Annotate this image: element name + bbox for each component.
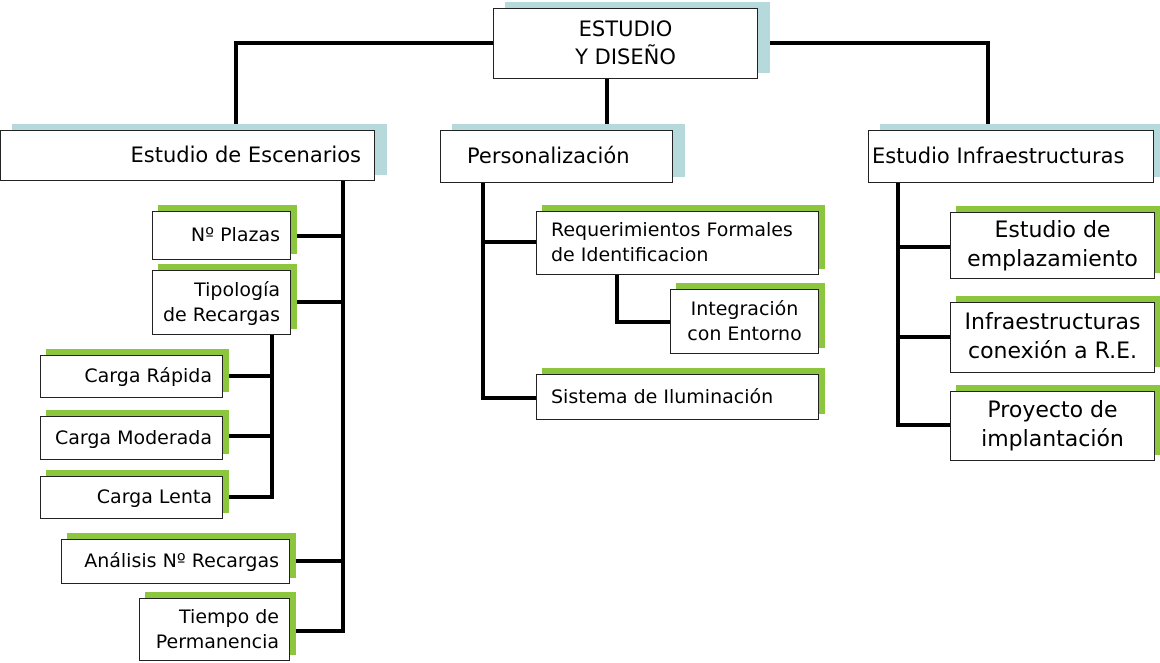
label-implantacion-line2: implantación xyxy=(981,427,1124,452)
node-box: Personalización xyxy=(440,130,673,183)
node-carga-lenta: Carga Lenta xyxy=(40,470,229,519)
node-plazas: Nº Plazas xyxy=(152,205,297,260)
label-integracion-line1: Integración xyxy=(690,297,799,320)
node-estudio-escenarios: Estudio de Escenarios xyxy=(0,124,387,181)
node-box: Nº Plazas xyxy=(152,211,291,260)
node-tipologia: Tipología de Recargas xyxy=(152,264,297,335)
node-conexion: Infraestructuras conexión a R.E. xyxy=(950,296,1160,373)
label-carga-lenta: Carga Lenta xyxy=(96,486,212,509)
node-tiempo-permanencia: Tiempo de Permanencia xyxy=(139,592,296,661)
connector-root-escenarios xyxy=(234,41,495,132)
label-plazas: Nº Plazas xyxy=(190,224,280,247)
label-conexion-line1: Infraestructuras xyxy=(964,309,1141,335)
label-requerimientos-line2: de Identificacion xyxy=(551,244,709,266)
node-box: Tiempo de Permanencia xyxy=(139,598,290,661)
label-requerimientos-line1: Requerimientos Formales xyxy=(551,219,793,242)
node-box: Estudio Infraestructuras xyxy=(868,130,1154,183)
label-iluminacion: Sistema de Iluminación xyxy=(551,385,774,408)
node-box: Estudio de Escenarios xyxy=(0,130,375,181)
node-personalizacion: Personalización xyxy=(440,124,685,183)
label-carga-moderada: Carga Moderada xyxy=(54,426,212,449)
node-analisis-recargas: Análisis Nº Recargas xyxy=(61,533,296,584)
node-estudio-infraestructuras: Estudio Infraestructuras xyxy=(868,124,1160,183)
label-tipologia-line1: Tipología xyxy=(194,278,280,301)
node-box: Requerimientos Formales de Identificacio… xyxy=(536,211,819,275)
node-box: Carga Moderada xyxy=(40,416,223,460)
label-tipologia-line2: de Recargas xyxy=(163,303,280,326)
root-title-line2: Y DISEÑO xyxy=(575,44,676,69)
node-box: Análisis Nº Recargas xyxy=(61,539,290,584)
label-tiempo-line2: Permanencia xyxy=(155,630,279,653)
label-implantacion-line1: Proyecto de xyxy=(987,398,1118,424)
label-conexion-line2: conexión a R.E. xyxy=(967,338,1138,364)
label-tiempo-line1: Tiempo de xyxy=(179,605,279,628)
node-carga-rapida: Carga Rápida xyxy=(40,349,229,398)
node-box: Sistema de Iluminación xyxy=(536,374,819,420)
node-carga-moderada: Carga Moderada xyxy=(40,410,229,460)
node-box: Infraestructuras conexión a R.E. xyxy=(950,302,1155,373)
node-box: Carga Rápida xyxy=(40,355,223,398)
root-node: ESTUDIO Y DISEÑO xyxy=(493,2,770,79)
root-node-box: ESTUDIO Y DISEÑO xyxy=(493,8,758,79)
label-integracion-line2: con Entorno xyxy=(687,322,802,345)
label-estudio-escenarios: Estudio de Escenarios xyxy=(130,142,361,167)
node-requerimientos: Requerimientos Formales de Identificacio… xyxy=(536,205,825,275)
node-implantacion: Proyecto de implantación xyxy=(950,385,1160,461)
label-personalizacion: Personalización xyxy=(467,143,630,168)
node-box: Estudio de emplazamiento xyxy=(950,212,1155,279)
node-box: Proyecto de implantación xyxy=(950,391,1155,461)
node-box: Carga Lenta xyxy=(40,476,223,519)
root-title-line1: ESTUDIO xyxy=(578,17,673,42)
label-estudio-infraestructuras: Estudio Infraestructuras xyxy=(872,143,1125,168)
node-box: Tipología de Recargas xyxy=(152,270,291,335)
node-iluminacion: Sistema de Iluminación xyxy=(536,368,825,420)
label-emplazamiento-line1: Estudio de xyxy=(994,217,1111,243)
node-integracion: Integración con Entorno xyxy=(670,283,825,354)
connector-integracion xyxy=(615,272,672,324)
label-carga-rapida: Carga Rápida xyxy=(84,365,212,388)
label-emplazamiento-line2: emplazamiento xyxy=(967,246,1138,272)
connector-root-infraestructuras xyxy=(756,41,990,132)
node-emplazamiento: Estudio de emplazamiento xyxy=(950,206,1160,279)
node-box: Integración con Entorno xyxy=(670,289,819,354)
label-analisis-recargas: Análisis Nº Recargas xyxy=(84,550,279,573)
